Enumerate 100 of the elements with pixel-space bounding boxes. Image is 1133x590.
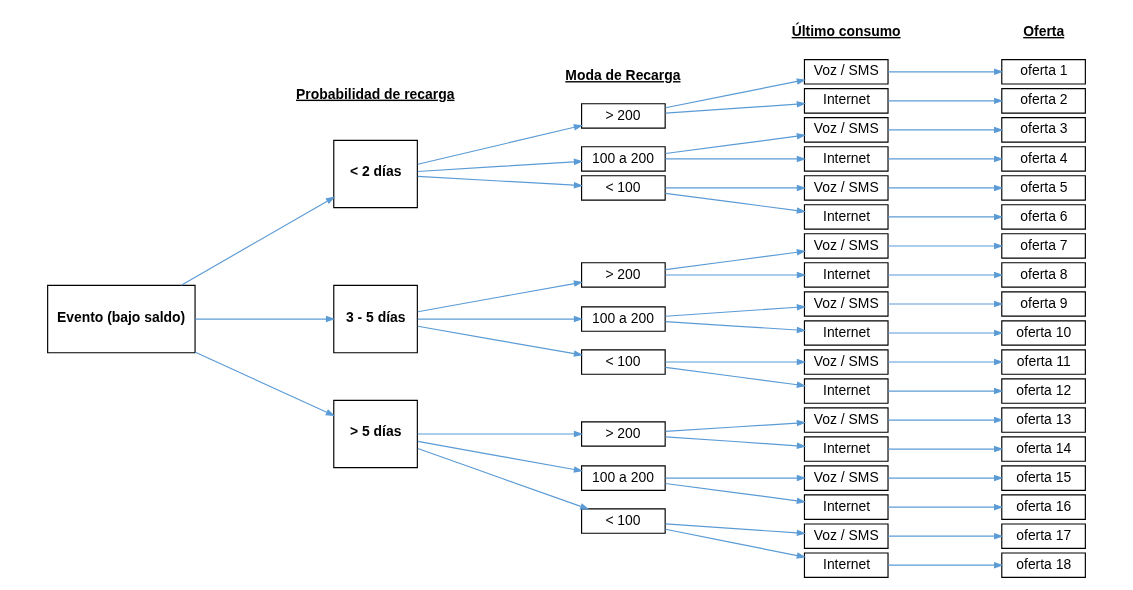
arrow [887,68,1004,76]
node-box: oferta 4 [1001,146,1086,172]
node-box: > 200 [581,421,666,447]
arrow [664,523,807,537]
arrow [664,528,807,559]
arrow [887,155,1004,163]
label: Último consumo [791,22,901,39]
node-box: Voz / SMS [803,291,889,317]
node-box: oferta 1 [1001,59,1086,85]
arrow [664,321,807,334]
node-box: oferta 8 [1001,262,1086,288]
arrow [417,448,590,510]
node-box: < 100 [581,349,666,375]
node-box: oferta 2 [1001,88,1086,114]
node-box: > 5 días [333,399,418,469]
arrow [664,192,807,214]
arrow [664,249,807,271]
arrow [417,440,584,473]
node-box: oferta 10 [1001,320,1086,346]
node-box: Voz / SMS [803,59,889,85]
node-box: Voz / SMS [803,175,889,201]
arrow [887,329,1004,337]
arrow [887,387,1004,395]
arrow [664,358,807,366]
arrow [664,419,807,432]
arrow [664,474,807,482]
arrow [664,366,807,388]
node-box: oferta 7 [1001,233,1086,259]
arrow [664,133,807,155]
node-box: oferta 6 [1001,204,1086,230]
arrow [180,196,336,286]
node-box: Internet [803,494,889,520]
arrow [887,242,1004,250]
arrow [887,503,1004,511]
node-box: Evento (bajo saldo) [47,284,196,354]
arrow [887,474,1004,482]
node-box: Internet [803,262,889,288]
arrow [194,315,336,323]
arrow [664,482,807,504]
node-box: Internet [803,88,889,114]
node-box: 3 - 5 días [333,284,418,354]
node-box: oferta 18 [1001,552,1086,578]
arrow [887,213,1004,221]
arrow [887,300,1004,308]
node-box: > 200 [581,262,666,288]
node-box: < 100 [581,508,666,534]
node-box: Voz / SMS [803,233,889,259]
node-box: 100 a 200 [581,306,666,332]
arrow [887,416,1004,424]
node-box: oferta 17 [1001,523,1086,549]
arrow [417,430,584,438]
arrow [887,126,1004,134]
node-box: Internet [803,378,889,404]
arrow [417,325,584,357]
node-box: < 100 [581,175,666,201]
label: Oferta [1023,22,1065,39]
arrow [194,351,336,417]
arrow [417,315,584,323]
node-box: Voz / SMS [803,117,889,143]
node-box: < 2 días [333,139,418,209]
label: Moda de Recarga [565,67,681,84]
arrow [887,561,1004,569]
arrow [664,304,807,317]
node-box: oferta 15 [1001,465,1086,491]
arrow [664,155,807,163]
node-box: > 200 [581,103,666,129]
arrow [417,280,584,313]
arrow [887,445,1004,453]
arrow [664,436,807,450]
node-box: oferta 13 [1001,407,1086,433]
node-box: oferta 14 [1001,436,1086,462]
arrow [887,97,1004,105]
label: Probabilidad de recarga [296,85,455,102]
node-box: Internet [803,436,889,462]
arrow [887,358,1004,366]
node-box: Internet [803,552,889,578]
arrow [417,158,584,173]
arrow [664,271,807,279]
node-box: oferta 16 [1001,494,1086,520]
node-box: oferta 5 [1001,175,1086,201]
node-box: oferta 3 [1001,117,1086,143]
node-box: Voz / SMS [803,465,889,491]
arrow [417,124,584,165]
node-box: oferta 9 [1001,291,1086,317]
arrow [887,271,1004,279]
arrow [887,184,1004,192]
arrow [664,100,807,114]
arrow [664,78,807,109]
node-box: Voz / SMS [803,407,889,433]
node-box: oferta 12 [1001,378,1086,404]
node-box: oferta 11 [1001,349,1086,375]
node-box: Internet [803,146,889,172]
node-box: Internet [803,204,889,230]
node-box: 100 a 200 [581,146,666,172]
arrow [664,184,807,192]
node-box: 100 a 200 [581,465,666,491]
arrow [887,532,1004,540]
node-box: Voz / SMS [803,349,889,375]
node-box: Internet [803,320,889,346]
arrow [417,175,584,189]
